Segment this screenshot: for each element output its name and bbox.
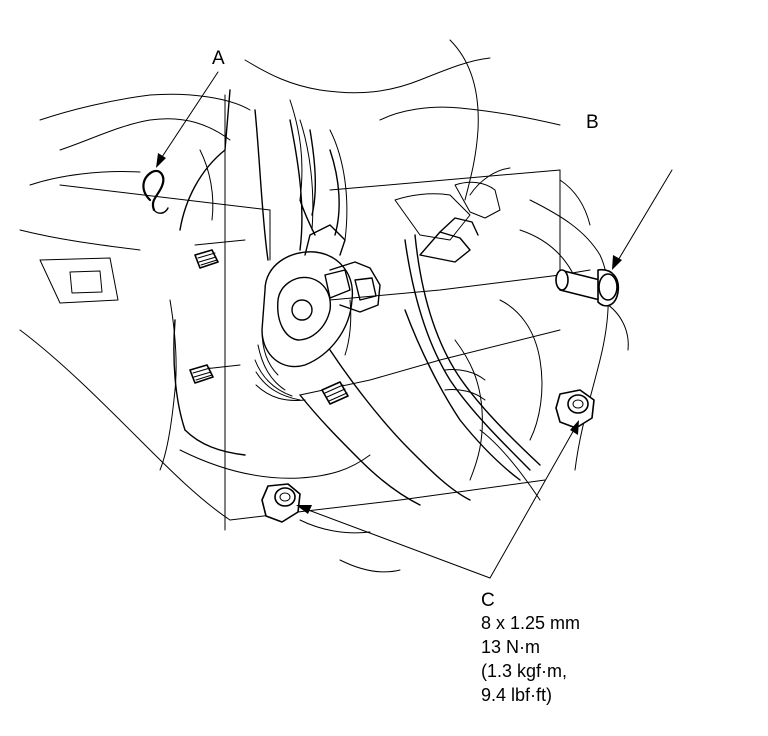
nut-c-right: [555, 389, 595, 429]
callout-label-a: A: [212, 48, 225, 69]
leader-c: [296, 420, 579, 579]
leader-b: [612, 169, 673, 270]
mount-rubber-bushing: [254, 251, 354, 401]
bolt-b: [555, 268, 620, 307]
leader-a: [156, 71, 219, 168]
clip-a: [142, 169, 169, 214]
stud-lower-middle: [321, 381, 349, 405]
callout-label-c: C: [481, 590, 495, 611]
spec-torque-lbfft: 9.4 lbf·ft): [481, 685, 552, 705]
stud-lower-left: [189, 364, 214, 384]
torque-spec: 8 x 1.25 mm 13 N·m (1.3 kgf·m, 9.4 lbf·f…: [481, 613, 580, 705]
callout-label-b: B: [586, 112, 599, 133]
stud-upper-left: [194, 249, 219, 269]
engine-mount-bracket: [173, 89, 521, 506]
background-body-outlines: [19, 39, 629, 573]
mounting-studs: [189, 249, 349, 405]
phantom-mounting-lines: [59, 94, 591, 531]
upper-bracket: [299, 129, 381, 313]
spec-torque-nm: 13 N·m: [481, 637, 540, 657]
control-cable: [404, 217, 541, 471]
nut-c-lower-left: [261, 483, 301, 523]
spec-thread-size: 8 x 1.25 mm: [481, 613, 580, 633]
spec-torque-kgfm: (1.3 kgf·m,: [481, 661, 567, 681]
